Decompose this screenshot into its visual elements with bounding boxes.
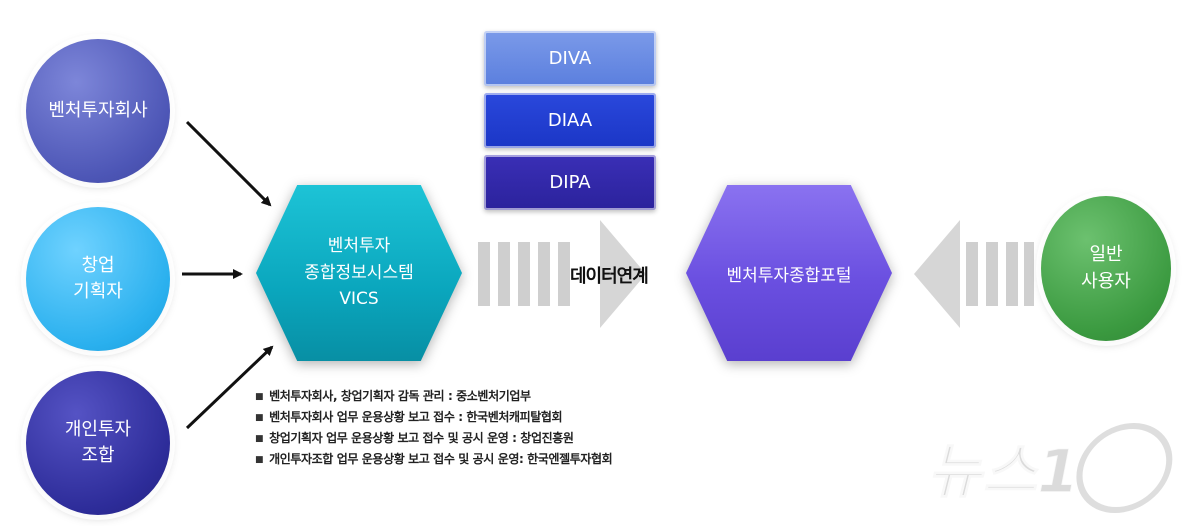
individual-partnership-node: 개인투자 조합 — [26, 371, 170, 515]
venture-capital-label: 벤처투자회사 — [48, 99, 148, 121]
diaa-label: DIAA — [547, 110, 593, 131]
note-item: 벤처투자회사 업무 운용상황 보고 접수 : 한국벤처캐피탈협회 — [255, 407, 612, 428]
vics-label: 벤처투자 종합정보시스템 VICS — [304, 236, 414, 310]
diva-label: DIVA — [548, 48, 592, 69]
arrow-icon — [185, 345, 274, 430]
accelerator-node: 창업 기획자 — [26, 207, 170, 351]
accelerator-label: 창업 기획자 — [73, 254, 123, 302]
striped-arrow-icon — [914, 220, 1034, 328]
data-link-label: 데이터연계 — [570, 266, 649, 287]
note-item: 창업기획자 업무 운용상황 보고 접수 및 공시 운영 : 창업진흥원 — [255, 428, 612, 449]
dipa-box: DIPA — [484, 155, 656, 210]
general-user-node: 일반 사용자 — [1041, 196, 1171, 341]
note-item: 개인투자조합 업무 운용상황 보고 접수 및 공시 운영: 한국엔젤투자협회 — [255, 449, 613, 470]
arrow-icon — [185, 120, 272, 207]
news1-logo: 뉴스1 — [926, 423, 1173, 513]
portal-node: 벤처투자종합포털 — [686, 185, 892, 361]
diaa-box: DIAA — [484, 93, 656, 148]
watermark-text: 뉴스1 — [927, 437, 1079, 507]
portal-label: 벤처투자종합포털 — [726, 265, 852, 286]
notes-list: 벤처투자회사, 창업기획자 감독 관리 : 중소벤처기업부 벤처투자회사 업무 … — [255, 386, 613, 470]
vics-node: 벤처투자 종합정보시스템 VICS — [256, 185, 462, 361]
diva-box: DIVA — [484, 31, 656, 86]
note-item: 벤처투자회사, 창업기획자 감독 관리 : 중소벤처기업부 — [255, 386, 612, 407]
venture-capital-node: 벤처투자회사 — [26, 39, 170, 183]
dipa-label: DIPA — [549, 172, 591, 193]
individual-partnership-label: 개인투자 조합 — [64, 418, 132, 466]
general-user-label: 일반 사용자 — [1081, 244, 1131, 292]
striped-arrow-icon — [478, 220, 646, 328]
